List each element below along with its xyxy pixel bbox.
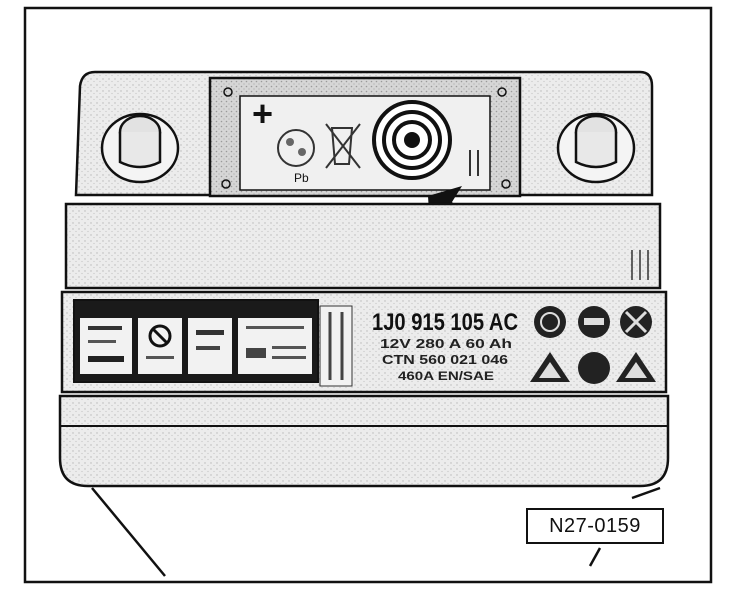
part-number-block: 1J0 915 105 AC 12V 280 A 60 Ah CTN 560 0… xyxy=(372,309,518,383)
read-manual-icon xyxy=(578,352,610,384)
recycle-icon: Pb xyxy=(277,129,315,185)
positive-terminal xyxy=(556,112,636,184)
vent-plate: + Pb xyxy=(208,76,522,198)
no-children-icon xyxy=(620,306,652,338)
explosive-warning-icon xyxy=(616,352,656,382)
corrosive-warning-icon xyxy=(530,352,570,382)
polarity-plus-mark: + xyxy=(252,93,273,134)
rating-line: 460A EN/SAE xyxy=(398,369,494,383)
svg-text:Pb: Pb xyxy=(294,171,309,185)
leader-line-corner xyxy=(631,486,661,500)
charge-indicator-eye xyxy=(372,100,452,180)
label-vertical-strip xyxy=(319,305,353,387)
crossed-bin-icon xyxy=(325,123,361,169)
leader-line-right xyxy=(588,547,602,567)
leader-line-left xyxy=(91,487,166,577)
no-fire-icon xyxy=(534,306,566,338)
ctn-line: CTN 560 021 046 xyxy=(382,352,508,367)
figure-reference-code: N27-0159 xyxy=(526,508,664,544)
eye-protection-icon xyxy=(578,306,610,338)
part-number: 1J0 915 105 AC xyxy=(372,309,518,336)
warning-sticker xyxy=(73,299,319,383)
battery-front-band xyxy=(64,202,662,290)
negative-terminal xyxy=(100,112,180,184)
spec-line: 12V 280 A 60 Ah xyxy=(380,336,512,351)
battery-lower-body xyxy=(58,394,670,488)
